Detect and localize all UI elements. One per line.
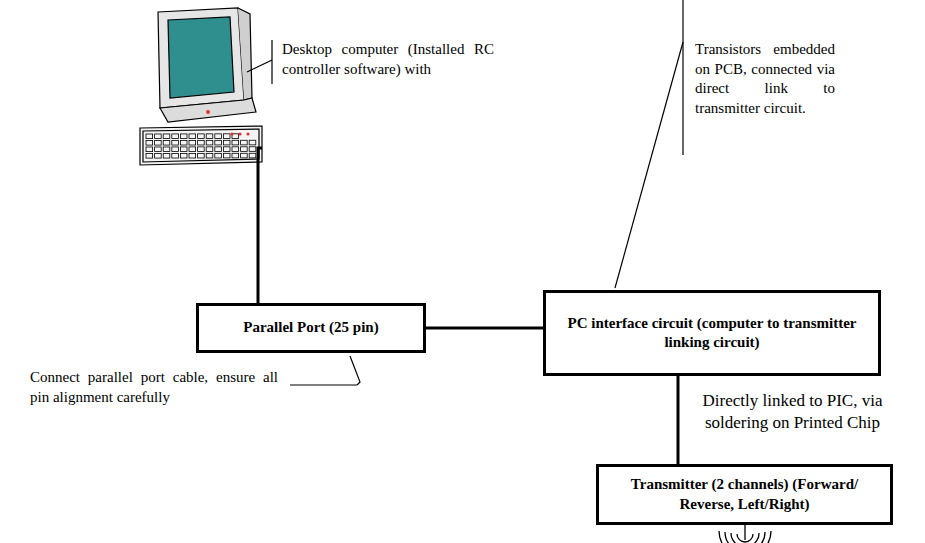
callout-note: Transistors embedded on PCB, connected v… bbox=[695, 40, 835, 118]
cable-line bbox=[258, 148, 262, 303]
connector-label: Directly linked to PIC, via soldering on… bbox=[690, 390, 895, 434]
connector-line bbox=[426, 328, 543, 329]
node-label: Transmitter (2 channels) (Forward/ Rever… bbox=[613, 475, 876, 514]
interface-box: PC interface circuit (computer to transm… bbox=[543, 290, 881, 376]
leader-line bbox=[290, 356, 360, 385]
leader-line bbox=[247, 40, 272, 84]
connector-line bbox=[678, 376, 679, 464]
desktop-computer bbox=[140, 8, 262, 165]
callout-note: Connect parallel port cable, ensure all … bbox=[30, 368, 278, 407]
antenna-waves bbox=[719, 524, 771, 543]
node-label: Parallel Port (25 pin) bbox=[243, 318, 378, 338]
node-label: PC interface circuit (computer to transm… bbox=[560, 314, 864, 353]
leader-line bbox=[615, 0, 683, 288]
port-box: Parallel Port (25 pin) bbox=[196, 303, 426, 353]
transmitter-box: Transmitter (2 channels) (Forward/ Rever… bbox=[596, 464, 893, 525]
callout-note: Desktop computer (Installed RC controlle… bbox=[282, 40, 494, 79]
